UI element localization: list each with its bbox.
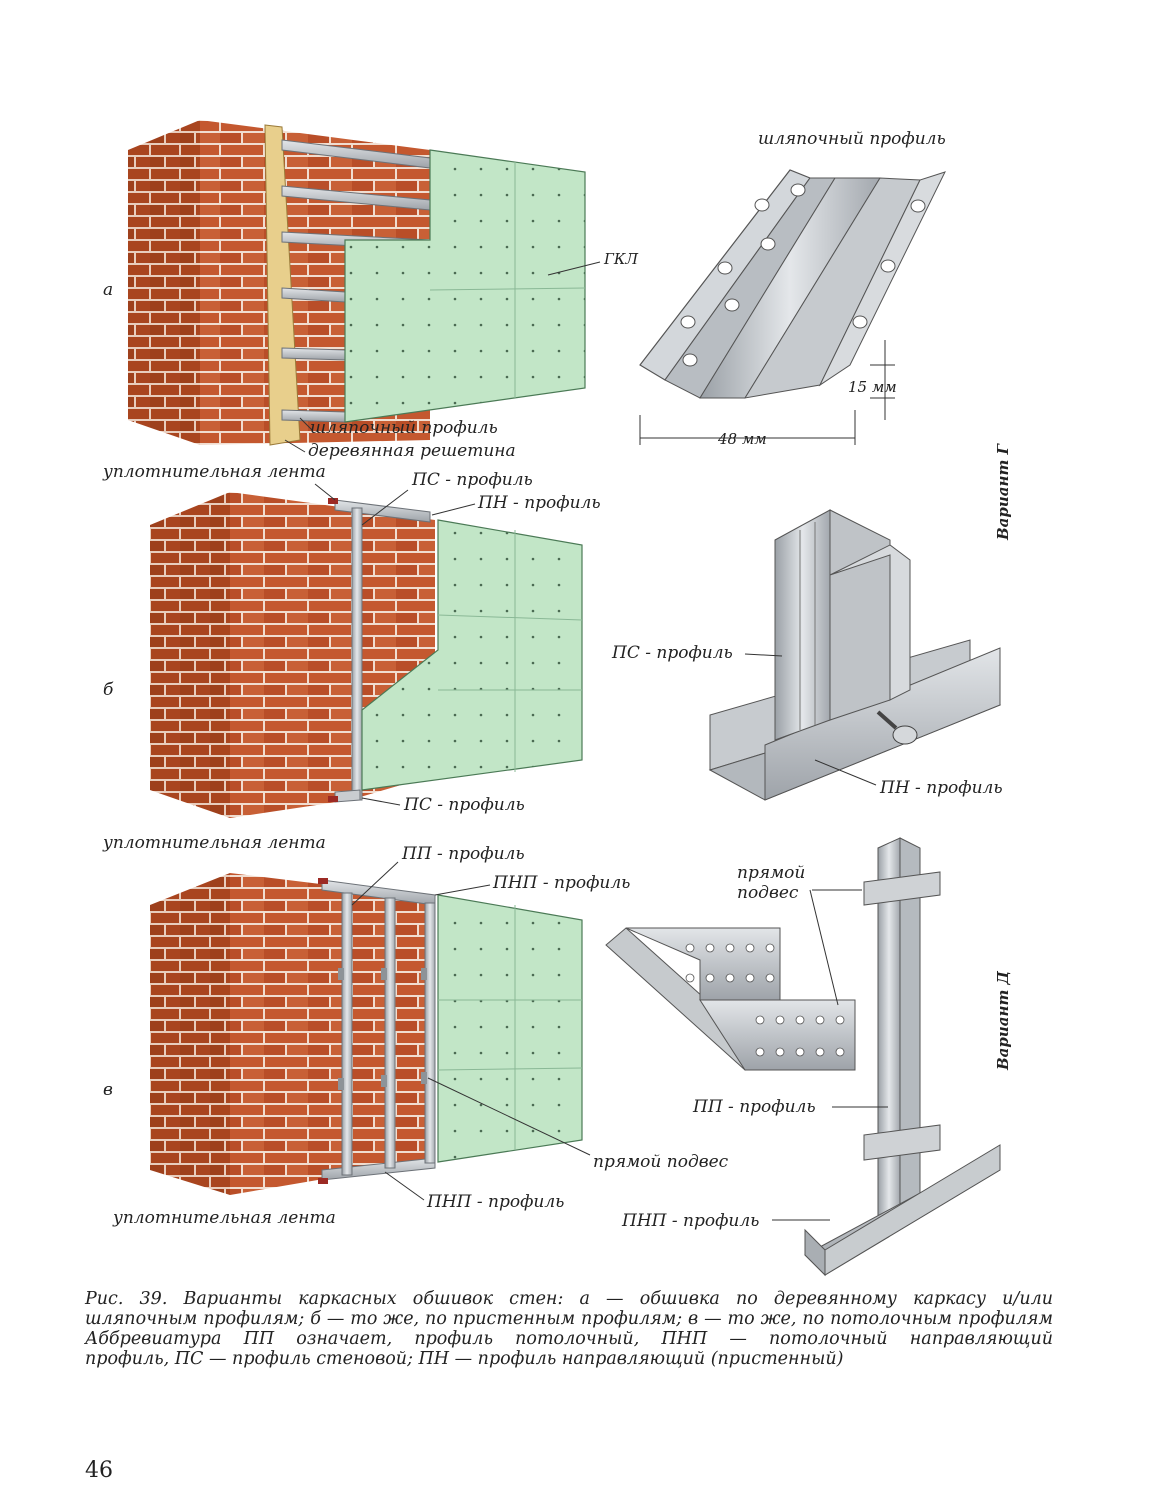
- direct-hanger-label-detail-1: прямой: [737, 863, 805, 883]
- seal-tape-label-b-top: уплотнительная лента: [102, 462, 326, 482]
- brick-wall-side: [128, 120, 200, 445]
- direct-hanger-label-v: прямой подвес: [593, 1152, 729, 1172]
- wood-lath: [264, 124, 301, 446]
- panel-a-illustration: ГКЛ шляпочный профиль деревянная решетин…: [103, 120, 639, 461]
- page-number: 46: [85, 1458, 113, 1483]
- hat-profile-rails: [281, 139, 431, 423]
- seal-tape-label-v-bottom: уплотнительная лента: [112, 1208, 336, 1228]
- pnp-profile-label-v-bottom: ПНП - профиль: [426, 1192, 564, 1212]
- pn-profile-label-b: ПН - профиль: [477, 493, 601, 513]
- wood-lath-label: деревянная решетина: [308, 441, 516, 461]
- variant-g-label: Вариант Г: [994, 442, 1012, 541]
- figure-caption: Рис. 39. Варианты каркасных обшивок стен…: [85, 1289, 1053, 1369]
- hat-profile-label-a: шляпочный профиль: [310, 418, 498, 438]
- panel-letter-v: в: [103, 1080, 113, 1100]
- panel-letter-a: а: [103, 280, 113, 300]
- ps-profile-label-b-bottom: ПС - профиль: [403, 795, 525, 815]
- direct-hanger-label-detail-2: подвес: [737, 883, 799, 903]
- gkl-label: ГКЛ: [603, 250, 639, 268]
- pp-profile-label-v: ПП - профиль: [401, 844, 525, 864]
- ps-profile-label-b-top: ПС - профиль: [411, 470, 533, 490]
- pnp-profile-label-detail: ПНП - профиль: [621, 1211, 759, 1231]
- pp-pnp-profile-detail: ПП - профиль ПНП - профиль: [621, 837, 1001, 1277]
- seal-tape-label-b-bottom: уплотнительная лента: [102, 833, 326, 853]
- direct-hanger-detail: прямой подвес: [605, 863, 862, 1071]
- pp-profile-label-detail: ПП - профиль: [692, 1097, 816, 1117]
- caption-line-4: профиль, ПС — профиль стеновой; ПН — про…: [85, 1349, 844, 1369]
- pn-profile-label-detail: ПН - профиль: [879, 778, 1003, 798]
- panel-b-illustration: уплотнительная лента ПС - профиль ПН - п…: [102, 462, 601, 853]
- hat-profile-title: шляпочный профиль: [758, 129, 946, 149]
- caption-line-2: шляпочным профилям; б — то же, по присте…: [85, 1309, 1053, 1329]
- variant-d-label: Вариант Д: [994, 970, 1012, 1071]
- panel-letter-b: б: [103, 680, 114, 700]
- hat-profile-detail: шляпочный профиль 48 мм 15 мм: [639, 129, 946, 448]
- caption-line-1: Рис. 39. Варианты каркасных обшивок стен…: [85, 1289, 1053, 1309]
- gkl-sheet-v: [437, 894, 583, 1163]
- gkl-sheet-a: [344, 149, 586, 423]
- ps-pn-profile-detail: ПС - профиль ПН - профиль: [611, 509, 1003, 801]
- caption-line-3: Аббревиатура ПП означает, профиль потоло…: [85, 1329, 1053, 1349]
- panel-v-illustration: ПП - профиль ПНП - профиль прямой подвес…: [103, 844, 729, 1228]
- brick-wall-side-v: [150, 873, 230, 1195]
- pnp-profile-label-v-top: ПНП - профиль: [492, 873, 630, 893]
- brick-wall-side-b: [150, 492, 230, 818]
- dim-width-48mm: 48 мм: [717, 430, 767, 448]
- gkl-sheet-b: [361, 519, 583, 791]
- ps-profile-label-detail: ПС - профиль: [611, 643, 733, 663]
- brick-wall-front-v: [230, 873, 435, 1195]
- dim-height-15mm: 15 мм: [848, 378, 897, 396]
